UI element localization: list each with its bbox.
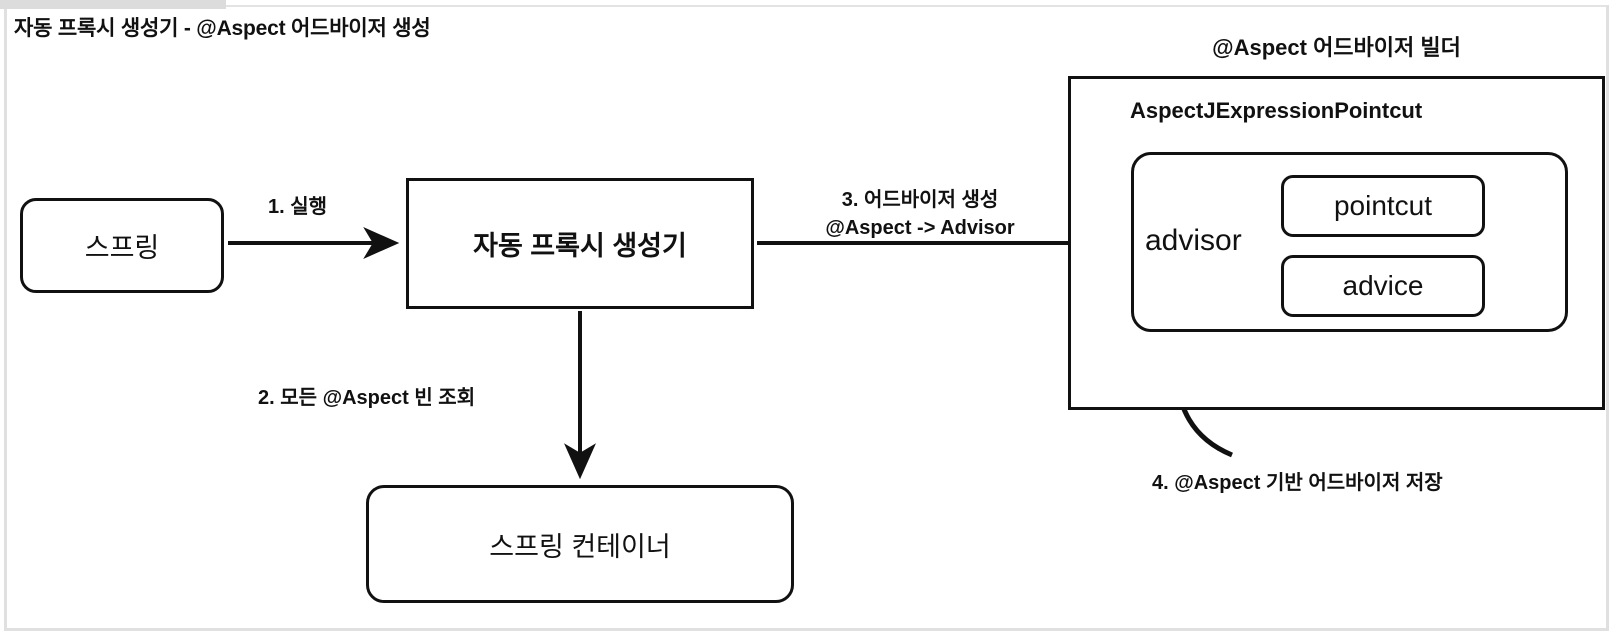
node-pointcut-label: pointcut [1333,190,1433,221]
panel-title: @Aspect 어드바이저 빌더 [1212,35,1461,60]
pointcut-class-label: AspectJExpressionPointcut [1130,98,1423,123]
node-spring-label: 스프링 [84,233,160,263]
node-advice[interactable]: advice [1281,255,1485,317]
page-title: 자동 프록시 생성기 - @Aspect 어드바이저 생성 [14,17,431,40]
node-spring-container-label: 스프링 컨테이너 [489,531,671,562]
top-white-strip [226,0,1618,5]
node-spring[interactable]: 스프링 [20,198,224,293]
edge-label-step3-line2: @Aspect -> Advisor [825,217,1015,240]
edge-label-step1: 1. 실행 [268,196,328,218]
node-auto-proxy-creator[interactable]: 자동 프록시 생성기 [406,178,754,309]
top-gray-strip [0,0,226,9]
edge-label-step4: 4. @Aspect 기반 어드바이저 저장 [1152,472,1443,494]
node-auto-proxy-creator-label: 자동 프록시 생성기 [473,231,687,261]
node-spring-container[interactable]: 스프링 컨테이너 [366,485,794,603]
edge-label-step2: 2. 모든 @Aspect 빈 조회 [258,387,476,409]
node-advice-label: advice [1342,270,1424,301]
edge-label-step3: 3. 어드바이저 생성 @Aspect -> Advisor [782,186,1058,243]
node-advisor-label: advisor [1145,224,1242,257]
node-pointcut[interactable]: pointcut [1281,175,1485,237]
edge-label-step3-line1: 3. 어드바이저 생성 [841,189,999,211]
